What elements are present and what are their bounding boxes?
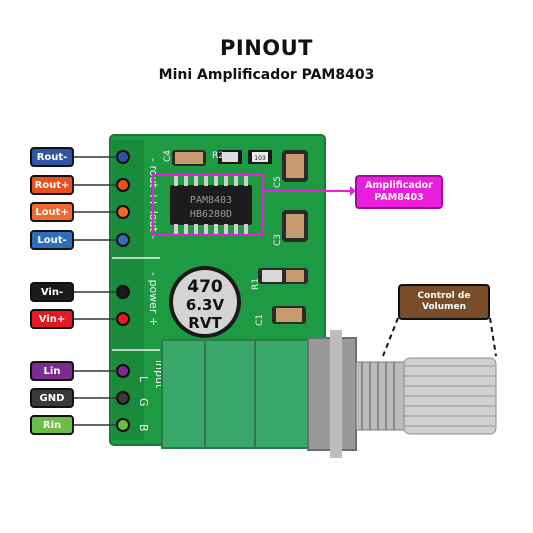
ref-c1: C1	[255, 314, 265, 326]
silk-l: L	[137, 376, 150, 383]
cap-text-1: 470	[187, 277, 223, 297]
ref-r1: R1	[251, 278, 261, 290]
ref-c3: C3	[273, 234, 283, 246]
silk-power: - power +	[147, 272, 160, 326]
pin-hole-lout-minus	[116, 233, 130, 247]
ref-r2: R2	[212, 151, 224, 161]
pin-hole-rout-minus	[116, 150, 130, 164]
pin-connector-lines	[74, 156, 117, 426]
ref-c5: C5	[273, 176, 283, 188]
pin-label-vin-minus: Vin-	[30, 282, 74, 302]
pin-hole-vin-minus	[116, 285, 130, 299]
potentiometer	[161, 330, 497, 458]
volume-callout-line1: Control de	[417, 290, 471, 301]
pin-hole-rin	[116, 418, 130, 432]
amplifier-callout: Amplificador PAM8403	[355, 175, 443, 209]
ref-c4: C4	[163, 150, 173, 162]
pin-label-lin: Lin	[30, 361, 74, 381]
pin-label-rin: Rin	[30, 415, 74, 435]
pin-hole-gnd	[116, 391, 130, 405]
pin-label-lout-minus: Lout-	[30, 230, 74, 250]
pin-hole-vin-plus	[116, 312, 130, 326]
cap-text-3: RVT	[188, 314, 222, 332]
volume-callout: Control de Volumen	[398, 284, 490, 320]
page-subtitle: Mini Amplificador PAM8403	[158, 67, 375, 83]
volume-callout-lines	[382, 317, 497, 357]
silk-b: B	[137, 424, 150, 432]
page-title: PINOUT	[219, 36, 313, 60]
chip-text-1: PAM8403	[190, 195, 232, 206]
smd-components: 103	[172, 150, 308, 324]
pin-label-gnd: GND	[30, 388, 74, 408]
pin-hole-rout-plus	[116, 178, 130, 192]
pin-hole-lout-plus	[116, 205, 130, 219]
pin-label-rout-plus: Rout+	[30, 175, 74, 195]
silk-g: G	[137, 398, 150, 407]
amp-callout-line2: PAM8403	[374, 192, 424, 203]
pin-label-lout-plus: Lout+	[30, 202, 74, 222]
pin-label-vin-plus: Vin+	[30, 309, 74, 329]
electrolytic-capacitor: 470 6.3V RVT	[169, 266, 241, 338]
chip-text-2: HB6280D	[190, 209, 232, 220]
ref-103: 103	[254, 155, 266, 162]
volume-callout-line2: Volumen	[421, 302, 467, 312]
pin-label-rout-minus: Rout-	[30, 147, 74, 167]
pam8403-chip: PAM8403 HB6280D	[170, 176, 252, 234]
pin-holes	[116, 150, 130, 432]
chip-highlight-box	[152, 174, 264, 236]
amp-callout-line1: Amplificador	[365, 180, 433, 192]
cap-text-2: 6.3V	[186, 296, 225, 314]
pin-hole-lin	[116, 364, 130, 378]
